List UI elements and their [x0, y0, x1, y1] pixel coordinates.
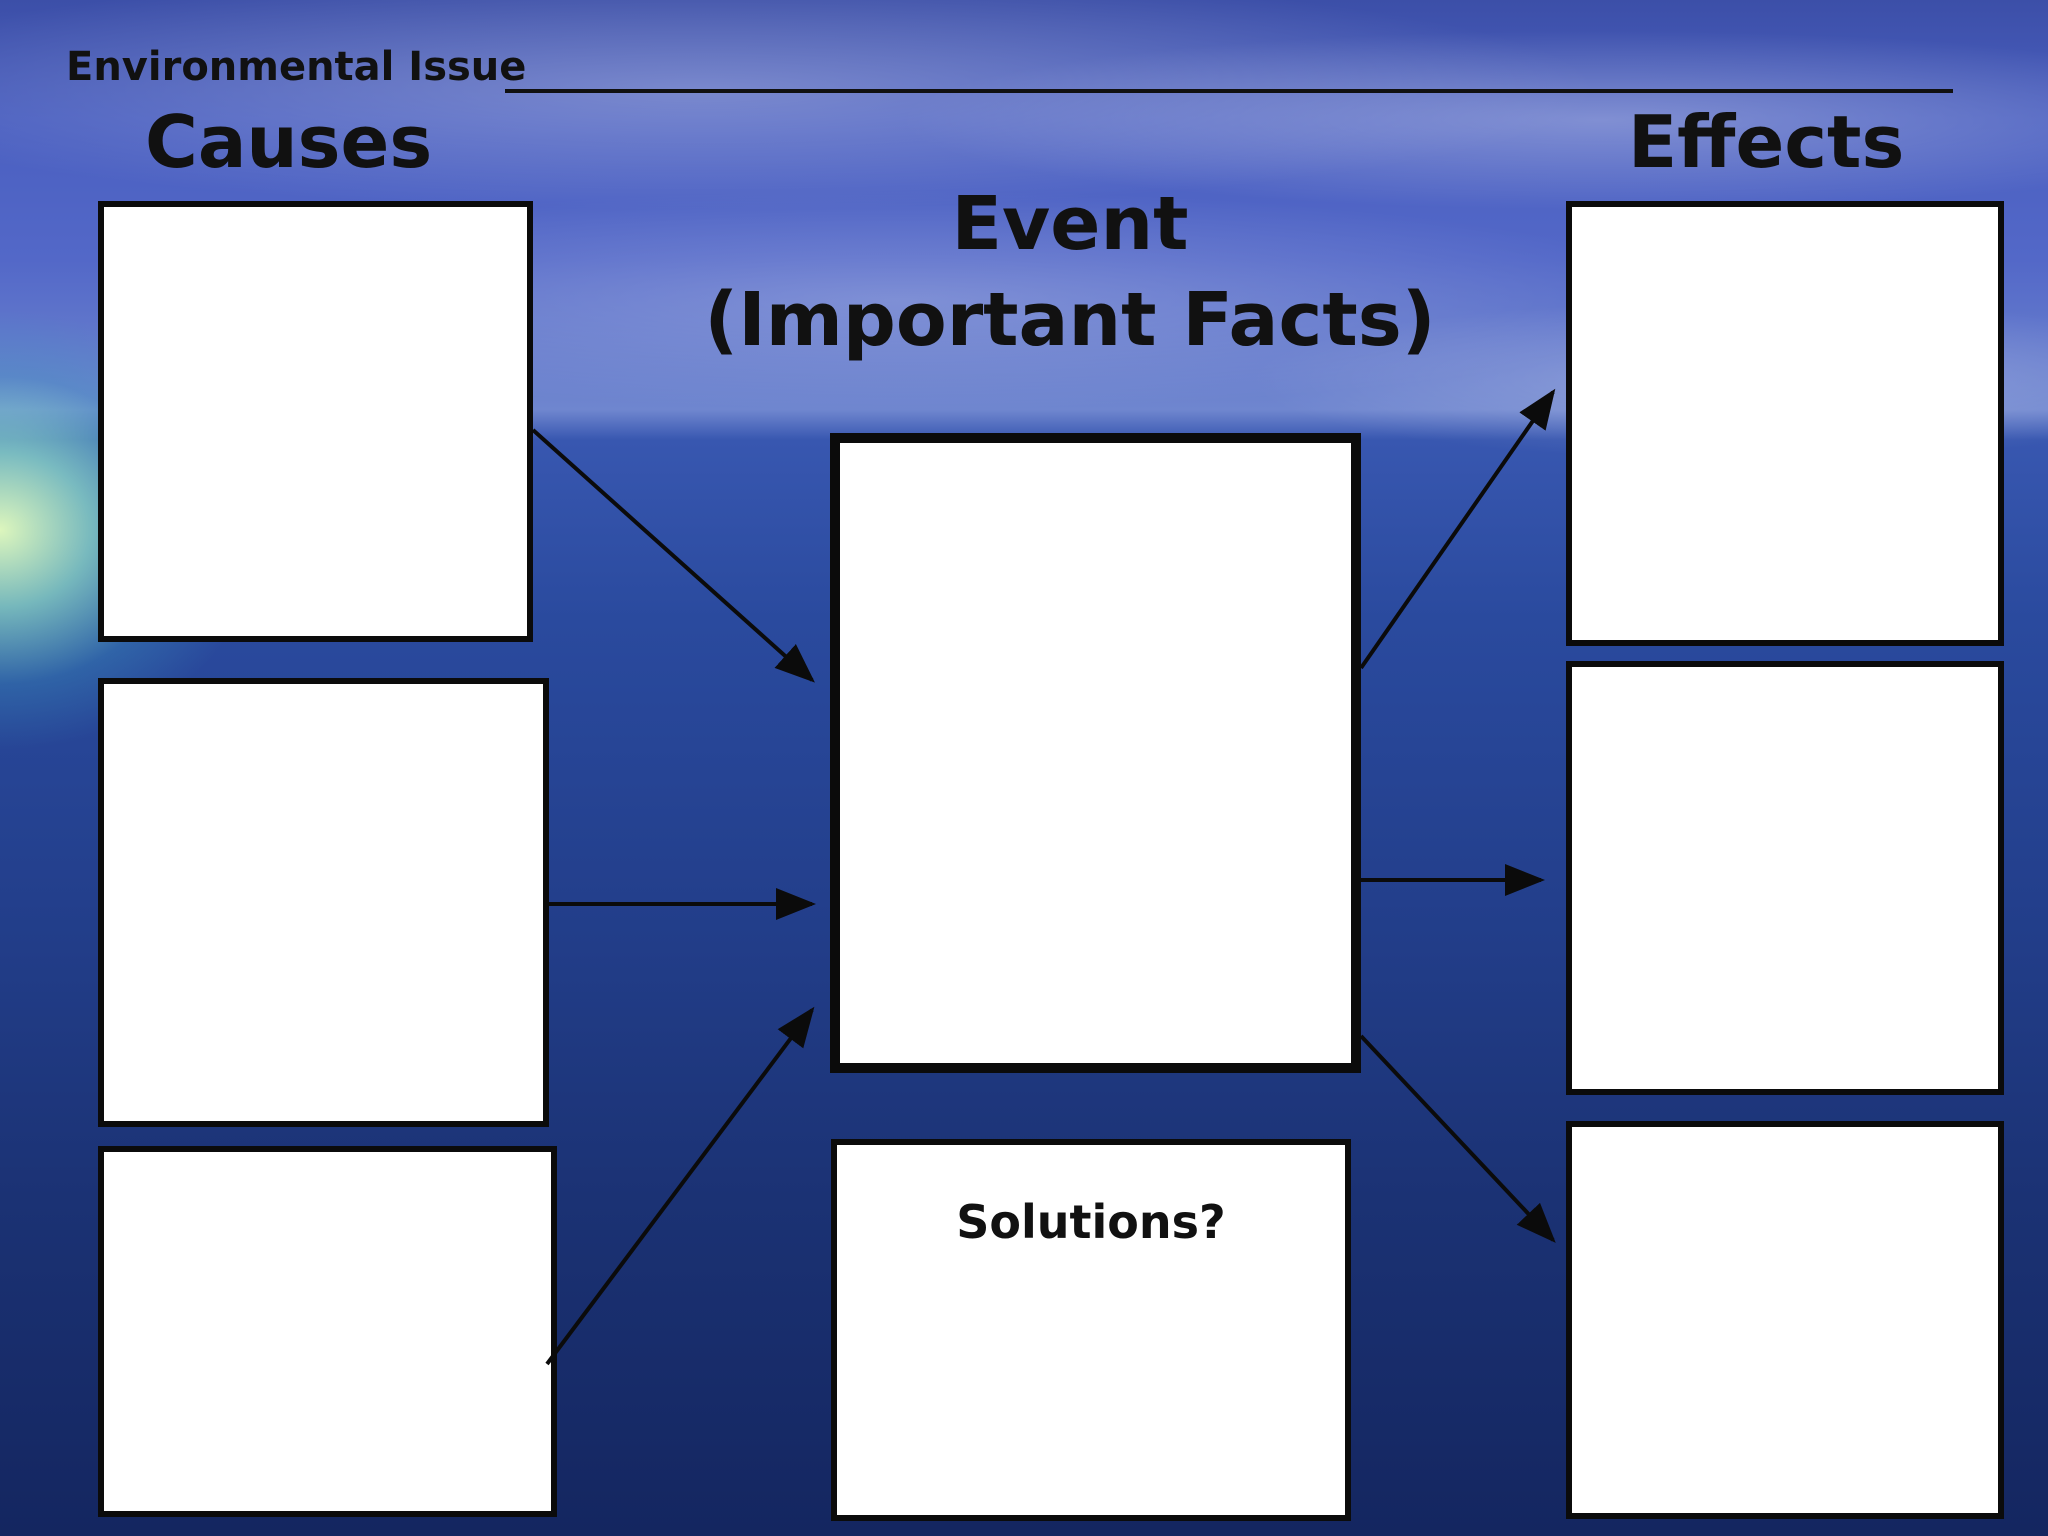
effects-heading: Effects: [1628, 100, 1905, 184]
effect-box-2[interactable]: [1566, 661, 2004, 1095]
cause-box-3[interactable]: [98, 1146, 557, 1517]
environmental-issue-label: Environmental Issue: [66, 44, 527, 90]
event-heading: Event (Important Facts): [640, 176, 1500, 368]
effect-box-1[interactable]: [1566, 201, 2004, 646]
arrow-cause1-to-event: [531, 428, 815, 683]
solutions-label: Solutions?: [956, 1195, 1226, 1249]
cause-box-2[interactable]: [98, 678, 549, 1127]
arrow-event-to-effect1: [1359, 388, 1556, 670]
event-heading-line1: Event: [951, 181, 1189, 267]
arrow-cause3-to-event: [545, 1006, 815, 1366]
issue-fill-in-line: [505, 89, 1953, 93]
cause-box-1[interactable]: [98, 201, 533, 642]
arrow-event-to-effect3: [1359, 1034, 1556, 1243]
event-box[interactable]: [830, 433, 1361, 1073]
effect-box-3[interactable]: [1566, 1121, 2004, 1519]
event-heading-line2: (Important Facts): [704, 277, 1436, 363]
causes-heading: Causes: [145, 100, 433, 184]
solutions-box[interactable]: Solutions?: [831, 1139, 1351, 1521]
